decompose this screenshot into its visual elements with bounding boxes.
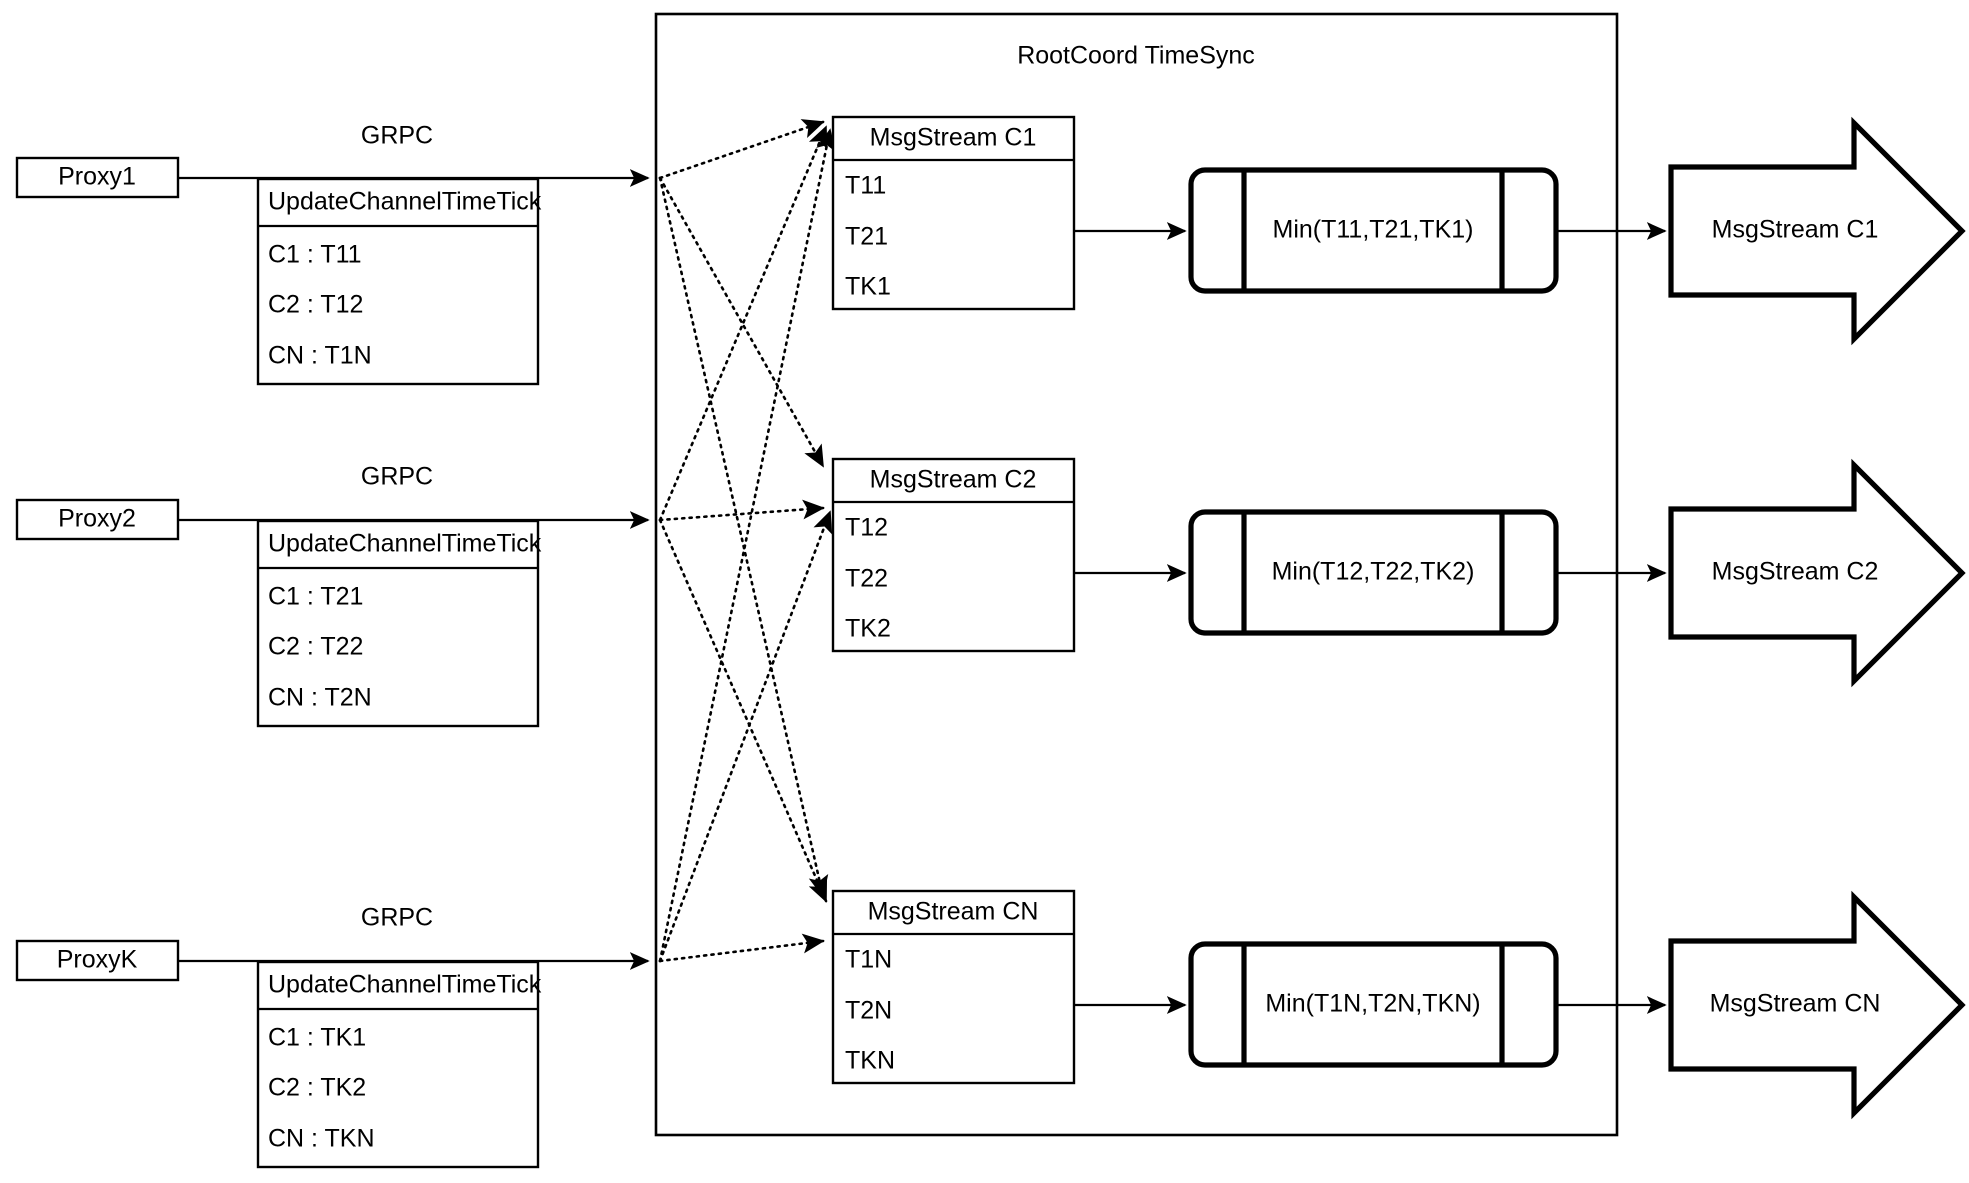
grpc-label-1: GRPC xyxy=(361,122,433,150)
table-row-3-0: C1 : TK1 xyxy=(268,1024,366,1052)
fanout-p2-c1 xyxy=(658,125,828,522)
msgstream-tick-1-1: T21 xyxy=(845,223,888,251)
msgstream-title-2: MsgStream C2 xyxy=(870,466,1037,494)
msgstream-tick-2-2: TK2 xyxy=(845,615,891,643)
msgstream-box-1: MsgStream C1 T11 T21 TK1 xyxy=(831,115,1076,311)
update-channel-timetick-table-3: UpdateChannelTimeTick C1 : TK1 C2 : TK2 … xyxy=(256,960,542,1169)
table-row-1-0: C1 : T11 xyxy=(268,241,362,269)
msgstream-title-1: MsgStream C1 xyxy=(870,124,1037,152)
fanout-p2-cn xyxy=(658,518,828,903)
fanout-connectors xyxy=(658,119,836,963)
fanout-pk-c2 xyxy=(658,510,833,963)
table-row-2-1: C2 : T22 xyxy=(268,633,363,661)
msgstream-tick-1-2: TK1 xyxy=(845,273,891,301)
proxy-box-3[interactable]: ProxyK xyxy=(15,939,180,982)
table-row-2-2: CN : T2N xyxy=(268,684,372,712)
fanout-p1-c1 xyxy=(658,119,825,180)
update-channel-timetick-table-1: UpdateChannelTimeTick C1 : T11 C2 : T12 … xyxy=(256,177,542,386)
msgstream-tick-3-0: T1N xyxy=(845,946,892,974)
table-row-1-2: CN : T1N xyxy=(268,342,372,370)
output-label-1: MsgStream C1 xyxy=(1712,216,1879,244)
table-row-3-2: CN : TKN xyxy=(268,1125,375,1153)
proxy-name-3: ProxyK xyxy=(57,946,138,974)
msgstream-tick-3-2: TKN xyxy=(845,1047,895,1075)
proxy-name-1: Proxy1 xyxy=(58,163,136,191)
min-process-box-1: Min(T11,T21,TK1) xyxy=(1188,167,1559,294)
output-arrow-1: MsgStream C1 xyxy=(1668,116,1966,346)
update-channel-timetick-table-2: UpdateChannelTimeTick C1 : T21 C2 : T22 … xyxy=(256,519,542,728)
table-title-3: UpdateChannelTimeTick xyxy=(268,971,542,999)
table-row-1-1: C2 : T12 xyxy=(268,291,363,319)
proxy-row-1: GRPC Proxy1 UpdateChannelTimeTick C1 : T… xyxy=(15,122,650,386)
table-title-1: UpdateChannelTimeTick xyxy=(268,188,542,216)
msgstream-box-3: MsgStream CN T1N T2N TKN xyxy=(831,889,1076,1085)
channel-row-2: MsgStream C2 T12 T22 TK2 Min(T12,T22,TK2… xyxy=(831,457,1966,688)
table-title-2: UpdateChannelTimeTick xyxy=(268,530,542,558)
rootcoord-container: RootCoord TimeSync xyxy=(654,12,1619,1137)
msgstream-tick-1-0: T11 xyxy=(845,172,886,200)
msgstream-tick-2-1: T22 xyxy=(845,565,888,593)
msgstream-box-2: MsgStream C2 T12 T22 TK2 xyxy=(831,457,1076,653)
proxy-name-2: Proxy2 xyxy=(58,505,136,533)
fanout-pk-c1 xyxy=(658,128,836,963)
fanout-p1-c2 xyxy=(658,176,825,468)
min-process-box-3: Min(T1N,T2N,TKN) xyxy=(1188,941,1559,1068)
fanout-pk-cn xyxy=(658,933,825,963)
table-row-2-0: C1 : T21 xyxy=(268,583,363,611)
min-label-3: Min(T1N,T2N,TKN) xyxy=(1265,990,1480,1018)
msgstream-title-3: MsgStream CN xyxy=(868,898,1039,926)
grpc-label-3: GRPC xyxy=(361,904,433,932)
channel-row-3: MsgStream CN T1N T2N TKN Min(T1N,T2N,TKN… xyxy=(831,889,1966,1120)
proxy-box-2[interactable]: Proxy2 xyxy=(15,498,180,541)
output-label-2: MsgStream C2 xyxy=(1712,558,1879,586)
msgstream-tick-3-1: T2N xyxy=(845,997,892,1025)
msgstream-tick-2-0: T12 xyxy=(845,514,888,542)
output-label-3: MsgStream CN xyxy=(1710,990,1881,1018)
channel-row-1: MsgStream C1 T11 T21 TK1 Min(T11,T21,TK1… xyxy=(831,115,1966,346)
min-label-1: Min(T11,T21,TK1) xyxy=(1273,216,1474,244)
proxy-row-3: GRPC ProxyK UpdateChannelTimeTick C1 : T… xyxy=(15,904,650,1169)
container-title: RootCoord TimeSync xyxy=(1017,42,1255,70)
table-row-3-1: C2 : TK2 xyxy=(268,1074,366,1102)
fanout-p1-cn xyxy=(658,176,829,898)
fanout-p2-c2 xyxy=(658,499,825,522)
proxy-box-1[interactable]: Proxy1 xyxy=(15,156,180,199)
proxy-row-2: GRPC Proxy2 UpdateChannelTimeTick C1 : T… xyxy=(15,463,650,728)
output-arrow-3: MsgStream CN xyxy=(1668,890,1966,1120)
min-process-box-2: Min(T12,T22,TK2) xyxy=(1188,509,1559,636)
min-label-2: Min(T12,T22,TK2) xyxy=(1272,558,1475,586)
grpc-label-2: GRPC xyxy=(361,463,433,491)
output-arrow-2: MsgStream C2 xyxy=(1668,458,1966,688)
